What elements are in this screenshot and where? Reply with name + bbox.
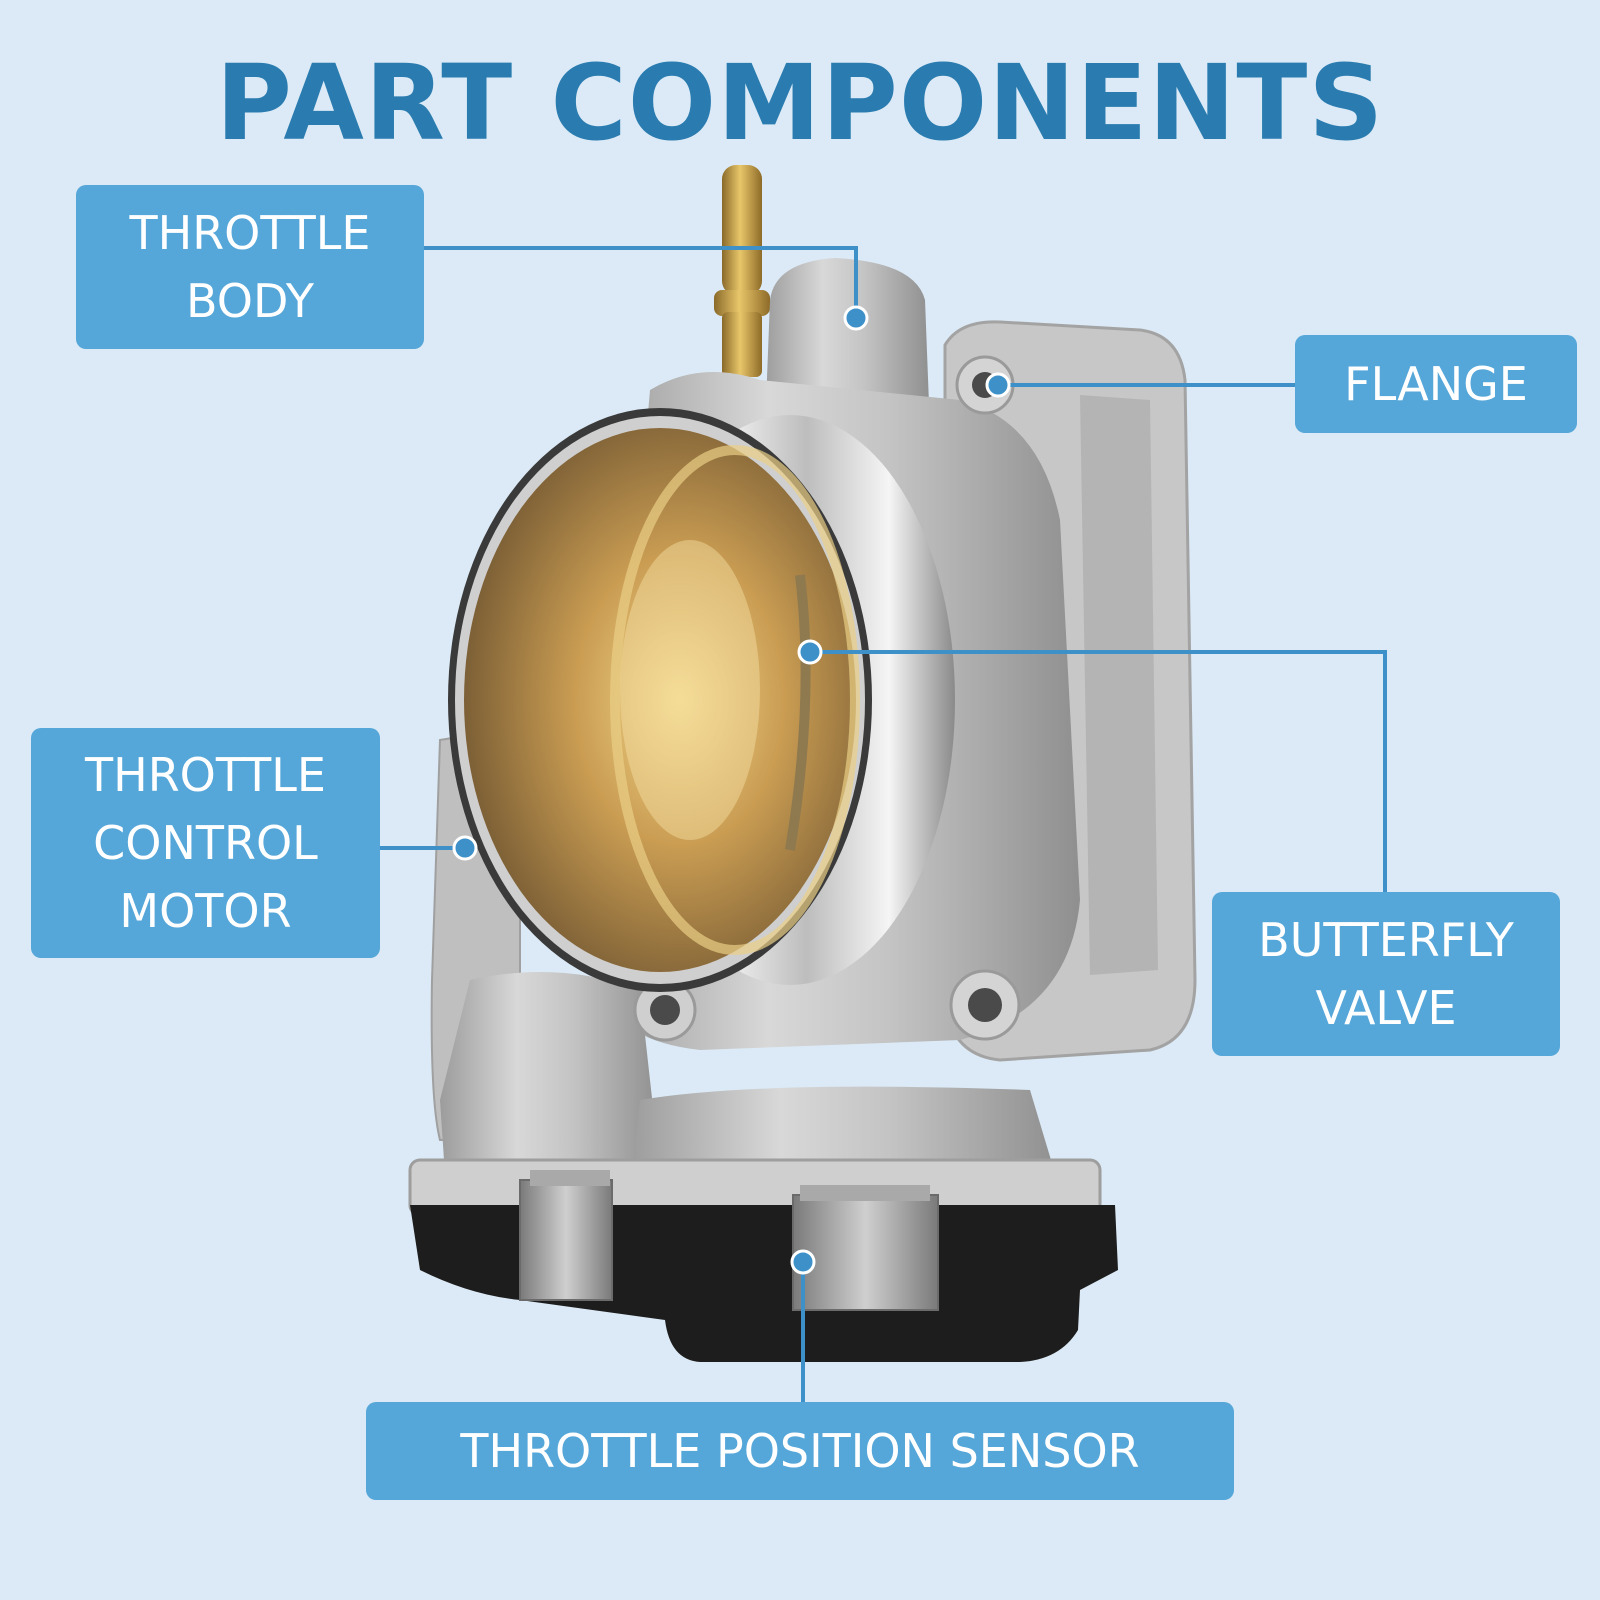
label-butterfly-valve-line-1: BUTTERFLY [1258, 913, 1514, 967]
brass-nipple [714, 165, 770, 377]
label-throttle-control-motor: THROTTLE CONTROL MOTOR [31, 728, 380, 958]
dot-butterfly-valve [797, 639, 823, 665]
label-throttle-body-line-2: BODY [186, 274, 314, 328]
leader-lines [380, 246, 1387, 1402]
label-flange-line-1: FLANGE [1344, 357, 1528, 411]
sensor-housing [410, 1170, 1118, 1362]
label-butterfly-valve: BUTTERFLY VALVE [1212, 892, 1560, 1056]
dot-flange [985, 372, 1011, 398]
label-throttle-position-sensor: THROTTLE POSITION SENSOR [366, 1402, 1234, 1500]
intake-bore [448, 408, 955, 992]
label-throttle-control-motor-line-1: THROTTLE [85, 748, 326, 802]
leader-butterfly-valve [810, 650, 1387, 892]
label-throttle-control-motor-line-2: CONTROL [93, 816, 318, 870]
label-flange: FLANGE [1295, 335, 1577, 433]
leader-throttle-body [424, 246, 858, 318]
label-butterfly-valve-line-2: VALVE [1315, 981, 1457, 1035]
mounting-holes [633, 355, 1021, 1042]
page-title: PART COMPONENTS [215, 42, 1385, 164]
dot-throttle-body [843, 305, 869, 331]
label-throttle-position-sensor-line-1: THROTTLE POSITION SENSOR [460, 1424, 1140, 1478]
leader-dots [452, 305, 1011, 1275]
label-throttle-control-motor-line-3: MOTOR [119, 884, 292, 938]
label-throttle-body-line-1: THROTTLE [129, 206, 371, 260]
dot-throttle-control-motor [452, 835, 478, 861]
dot-throttle-position-sensor [790, 1249, 816, 1275]
label-throttle-body: THROTTLE BODY [76, 185, 424, 349]
